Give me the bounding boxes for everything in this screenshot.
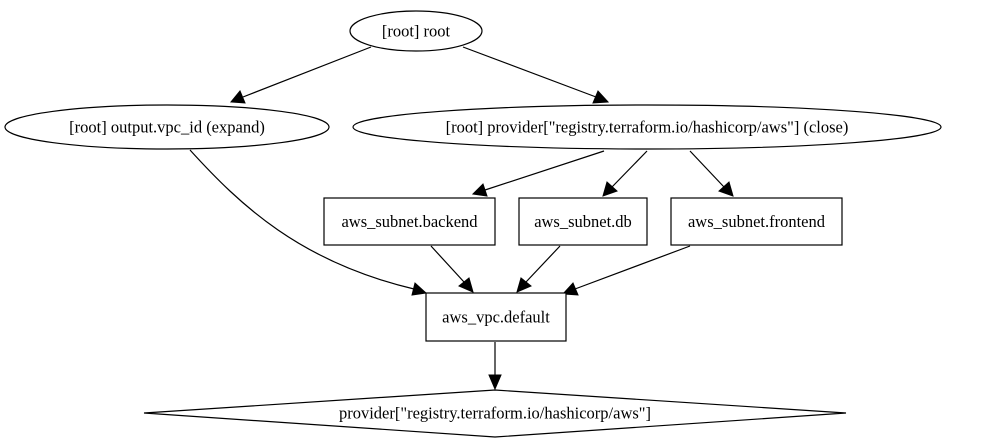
node-provider: provider["registry.terraform.io/hashicor… — [143, 389, 847, 438]
node-provider-close-label: [root] provider["registry.terraform.io/h… — [446, 118, 849, 137]
edge-subnet-db-to-vpc-default — [516, 245, 561, 293]
node-subnet-db: aws_subnet.db — [518, 197, 648, 246]
edge-provider-close-to-subnet-frontend — [689, 150, 734, 197]
edge-root-to-output-vpc-id — [230, 46, 372, 104]
edge-root-to-provider-close — [462, 46, 610, 104]
node-vpc-default-label: aws_vpc.default — [442, 308, 550, 327]
node-vpc-default: aws_vpc.default — [425, 292, 567, 342]
edge-vpc-default-to-provider — [488, 342, 502, 391]
edge-provider-close-to-subnet-backend — [471, 150, 605, 197]
edge-output-vpc-id-to-vpc-default — [189, 149, 428, 296]
node-root-label: [root] root — [382, 22, 451, 41]
edge-subnet-backend-to-vpc-default — [430, 245, 474, 293]
node-subnet-frontend: aws_subnet.frontend — [670, 197, 843, 246]
node-output-vpc-id: [root] output.vpc_id (expand) — [4, 104, 330, 150]
edges — [189, 46, 734, 391]
edge-subnet-frontend-to-vpc-default — [561, 245, 691, 296]
node-output-vpc-id-label: [root] output.vpc_id (expand) — [69, 118, 265, 137]
node-subnet-frontend-label: aws_subnet.frontend — [688, 212, 826, 231]
edge-provider-close-to-subnet-db — [602, 150, 648, 197]
node-subnet-backend-label: aws_subnet.backend — [341, 212, 478, 231]
node-root: [root] root — [349, 10, 483, 52]
node-subnet-db-label: aws_subnet.db — [534, 212, 632, 231]
node-provider-close: [root] provider["registry.terraform.io/h… — [352, 104, 942, 150]
node-provider-label: provider["registry.terraform.io/hashicor… — [339, 404, 651, 423]
node-subnet-backend: aws_subnet.backend — [323, 197, 496, 246]
